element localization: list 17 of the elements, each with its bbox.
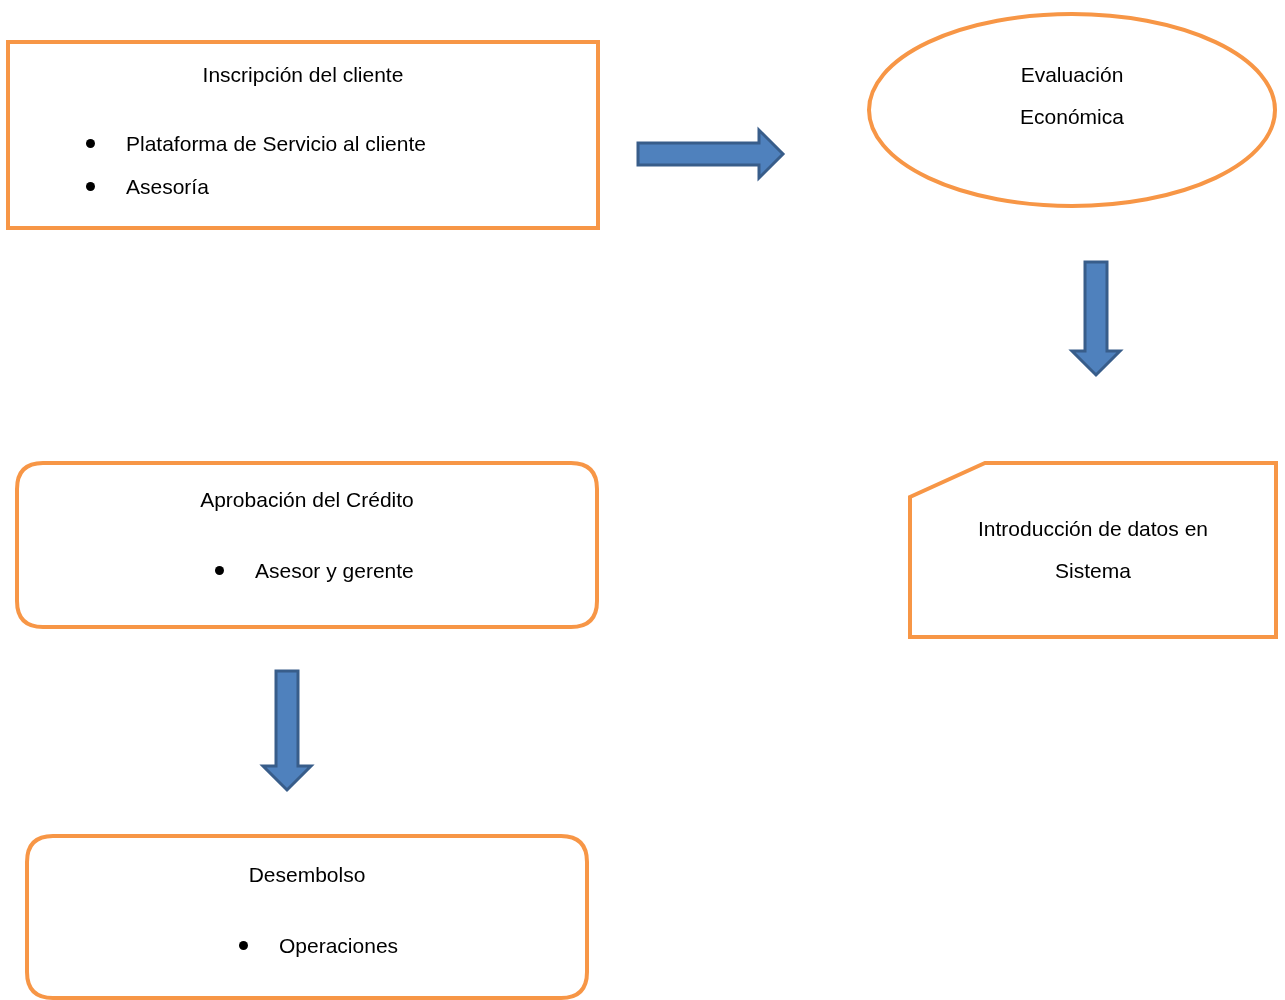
node-title: Aprobación del Crédito (199, 487, 415, 513)
bullet-item: Plataforma de Servicio al cliente (126, 131, 426, 157)
bullet-item: Operaciones (279, 933, 399, 959)
bullet-item: Asesor y gerente (255, 558, 414, 584)
node-title: Inscripción del cliente (201, 62, 405, 88)
rounded-box (27, 836, 587, 998)
process-ellipse (869, 14, 1275, 206)
block-arrow (259, 669, 315, 793)
node-title: Desembolso (247, 862, 367, 888)
block-arrow (636, 126, 786, 182)
block-arrow (1068, 260, 1124, 378)
bullet-item: Asesoría (126, 174, 209, 200)
card-shape (910, 463, 1276, 637)
rounded-box (17, 463, 597, 627)
process-box (8, 42, 598, 228)
node-title: Introducción de datos en Sistema (977, 516, 1209, 584)
node-title: Evaluación Económica (1019, 62, 1125, 130)
